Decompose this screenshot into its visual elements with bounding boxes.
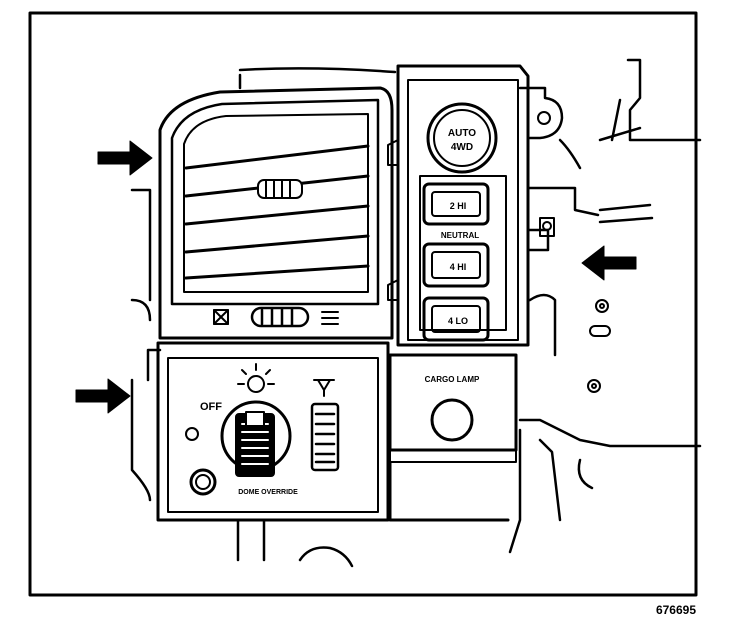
four-hi-label: 4 HI (450, 262, 467, 272)
figure-id: 676695 (656, 603, 696, 617)
four-lo-label: 4 LO (448, 316, 468, 326)
four-wheel-drive-panel (387, 64, 564, 347)
vent-louver (184, 264, 370, 280)
vent-louver (184, 234, 370, 254)
auto-4wd-button[interactable] (426, 102, 498, 174)
figure-frame (28, 11, 698, 597)
dashboard-outline (130, 58, 702, 568)
four-hi-button[interactable] (422, 242, 490, 288)
cargo-lamp-button[interactable] (430, 398, 474, 442)
two-hi-button[interactable] (422, 182, 490, 226)
cargo-lamp-label: CARGO LAMP (425, 375, 480, 384)
vent-louver (184, 144, 370, 170)
two-hi-label: 2 HI (450, 201, 467, 211)
dome-override-label: DOME OVERRIDE (238, 489, 298, 496)
dimmer-thumbwheel[interactable] (310, 402, 340, 472)
arrow-right-icon (97, 140, 153, 176)
headlamp-icon (237, 363, 275, 393)
arrow-right-icon (75, 378, 131, 414)
mounting-holes (539, 217, 611, 393)
cargo-lamp-panel (388, 353, 518, 522)
vent-open-icon (321, 311, 339, 325)
neutral-label: NEUTRAL (441, 231, 479, 240)
indicator-lamp (185, 427, 199, 441)
air-vent (158, 86, 394, 340)
dash-dimmer-icon (313, 379, 335, 397)
vent-close-icon (213, 309, 229, 325)
four-lo-button[interactable] (422, 296, 490, 342)
off-label: OFF (200, 401, 222, 413)
auto-4wd-label-line2: 4WD (451, 142, 473, 153)
vent-thumbwheel (250, 306, 310, 328)
arrows (75, 140, 637, 414)
arrow-left-icon (581, 245, 637, 281)
vent-adjuster-knob (257, 179, 303, 199)
headlamp-switch-panel (156, 341, 390, 522)
vent-louver (184, 204, 370, 226)
auto-4wd-label-line1: AUTO (448, 128, 476, 139)
dome-override-button[interactable] (189, 468, 217, 496)
